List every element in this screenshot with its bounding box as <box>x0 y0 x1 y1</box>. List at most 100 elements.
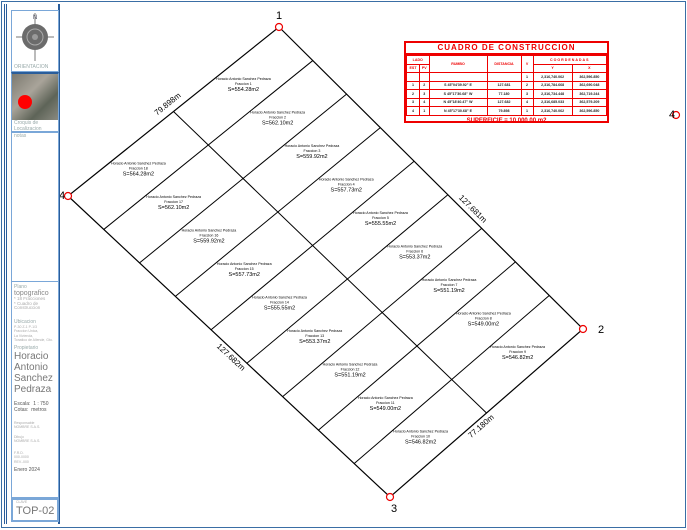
header-y: Y <box>532 63 573 73</box>
lot-label: Horacio Antonio Sanchez PedrazaFraccion … <box>358 396 413 412</box>
plan-label: Plano <box>14 284 27 290</box>
lot-text: Fraccion 1 <box>235 82 252 86</box>
lot-text: Horacio Antonio Sanchez Pedraza <box>216 77 271 81</box>
lot-text: Fraccion 10 <box>411 434 430 438</box>
lot-text: Horacio Antonio Sanchez Pedraza <box>387 245 442 249</box>
cell-est: 3 <box>405 97 421 107</box>
key-label: CLAVE <box>16 500 28 504</box>
owner-name: Horacio <box>14 350 49 362</box>
cell-bearing: S 45°04'39.92" E <box>428 80 488 90</box>
lot-text: Fraccion 15 <box>235 267 254 271</box>
lot-text: Fraccion 8 <box>475 317 492 321</box>
lot-label: Horacio Antonio Sanchez PedrazaFraccion … <box>319 178 374 194</box>
cell-v: 1 <box>520 106 534 116</box>
north-label: N <box>33 15 37 21</box>
lot-text: S=553.37m2 <box>399 255 430 261</box>
vertex-label: 3 <box>391 503 397 515</box>
lot-text: S=551.19m2 <box>433 288 464 294</box>
lot-text: Fraccion 5 <box>372 216 389 220</box>
frd-label: F.R.D. <box>14 450 24 455</box>
lot-text: S=559.92m2 <box>296 154 327 160</box>
cell-est: 4 <box>405 106 421 116</box>
cell-x: 362,690.048 <box>571 80 608 90</box>
lot-label: Horacio Antonio Sanchez PedrazaFraccion … <box>490 345 545 361</box>
cell-x: 362,596.850 <box>571 72 608 82</box>
header-x: X <box>571 63 608 73</box>
vertex-marker <box>274 22 284 32</box>
header-coords: COORDENADAS <box>532 55 608 65</box>
vertex-marker <box>385 492 395 502</box>
lot-text: Fraccion 2 <box>269 116 286 120</box>
lot-text: Horacio Antonio Sanchez Pedraza <box>353 211 408 215</box>
lot-text: S=553.37m2 <box>299 339 330 345</box>
drawing-value: NOMBRE S.A.S. <box>14 439 41 443</box>
construction-table: CUADRO DE CONSTRUCCION LADO RUMBO DISTAN… <box>404 41 609 124</box>
lot-label: Horacio Antonio Sanchez PedrazaFraccion … <box>111 161 166 177</box>
side-length-label: 79.898m <box>153 91 183 118</box>
owner-name: Antonio <box>14 361 48 373</box>
location-title: Ubicacion <box>14 318 36 325</box>
frd-value: REV.-000 <box>14 459 29 464</box>
lot-text: Fraccion 9 <box>509 350 526 354</box>
lot-text: Fraccion 16 <box>200 233 219 237</box>
orientation-label: ORIENTACION <box>14 64 49 70</box>
header-pv: PV <box>419 63 430 73</box>
lot-label: Horacio Antonio Sanchez PedrazaFraccion … <box>323 362 378 378</box>
lot-text: S=554.28m2 <box>228 87 259 93</box>
cell-pv: 1 <box>419 106 430 116</box>
title-block: N ORIENTACION Croquis de Localizacion no… <box>4 4 60 524</box>
location-line: Tonatico de Allende, Gto. <box>14 338 53 342</box>
lot-label: Horacio Antonio Sanchez PedrazaFraccion … <box>216 77 271 93</box>
location-box: Croquis de Localizacion <box>11 72 59 132</box>
center-divider <box>173 111 487 414</box>
vertex-label: 2 <box>598 324 604 336</box>
lot-label: Horacio Antonio Sanchez PedrazaFraccion … <box>353 211 408 227</box>
lot-text: Horacio Antonio Sanchez Pedraza <box>111 161 166 165</box>
vertex-marker <box>671 110 681 120</box>
key-box: CLAVE TOP-02 <box>11 498 59 522</box>
location-line: La Vivienda, <box>14 333 34 338</box>
cell-pv <box>419 72 430 82</box>
lot-text: Horacio Antonio Sanchez Pedraza <box>287 329 342 333</box>
vertex-marker <box>63 191 73 201</box>
side-length-label: 127.682m <box>215 342 247 373</box>
lot-text: Horacio Antonio Sanchez Pedraza <box>456 312 511 316</box>
notes-box: notas <box>11 132 59 282</box>
cell-distance: 127.681 <box>486 80 522 90</box>
cell-y: 2,316,740.062 <box>532 106 573 116</box>
key-value: TOP-02 <box>16 504 55 517</box>
lot-text: Fraccion 18 <box>129 166 148 170</box>
cell-bearing: N 45°17'30.68" E <box>428 106 488 116</box>
cell-x: 362,579.209 <box>571 97 608 107</box>
cell-y: 2,316,734.448 <box>532 89 573 99</box>
table-title: CUADRO DE CONSTRUCCION <box>406 43 607 55</box>
date: Enero 2024 <box>14 467 40 473</box>
lot-text: S=549.00m2 <box>468 322 499 328</box>
lot-text: Horacio Antonio Sanchez Pedraza <box>250 111 305 115</box>
lot-text: Fraccion 4 <box>338 183 355 187</box>
plan-type: topografico <box>14 290 49 297</box>
lot-text: Fraccion 14 <box>270 300 289 304</box>
lot-text: S=546.82m2 <box>405 439 436 445</box>
cell-distance <box>486 72 522 82</box>
vertex-label: 1 <box>276 10 282 22</box>
cell-v: 3 <box>520 89 534 99</box>
cell-bearing: N 45°18'40.47" W <box>428 97 488 107</box>
owner-label: Propietario <box>14 344 39 351</box>
vertex-marker <box>578 324 588 334</box>
lot-divider <box>246 194 449 364</box>
header-side: LADO <box>406 55 430 65</box>
cell-y: 2,316,784.668 <box>532 80 573 90</box>
lot-divider <box>103 60 314 230</box>
lot-label: Horacio Antonio Sanchez PedrazaFraccion … <box>146 195 201 211</box>
lot-text: Fraccion 6 <box>406 250 423 254</box>
scale-value: 1 : 750 <box>33 400 49 407</box>
lot-label: Horacio Antonio Sanchez PedrazaFraccion … <box>217 262 272 278</box>
lot-divider <box>175 127 381 297</box>
lot-divider <box>210 160 415 331</box>
lot-label: Horacio Antonio Sanchez PedrazaFraccion … <box>285 144 340 160</box>
